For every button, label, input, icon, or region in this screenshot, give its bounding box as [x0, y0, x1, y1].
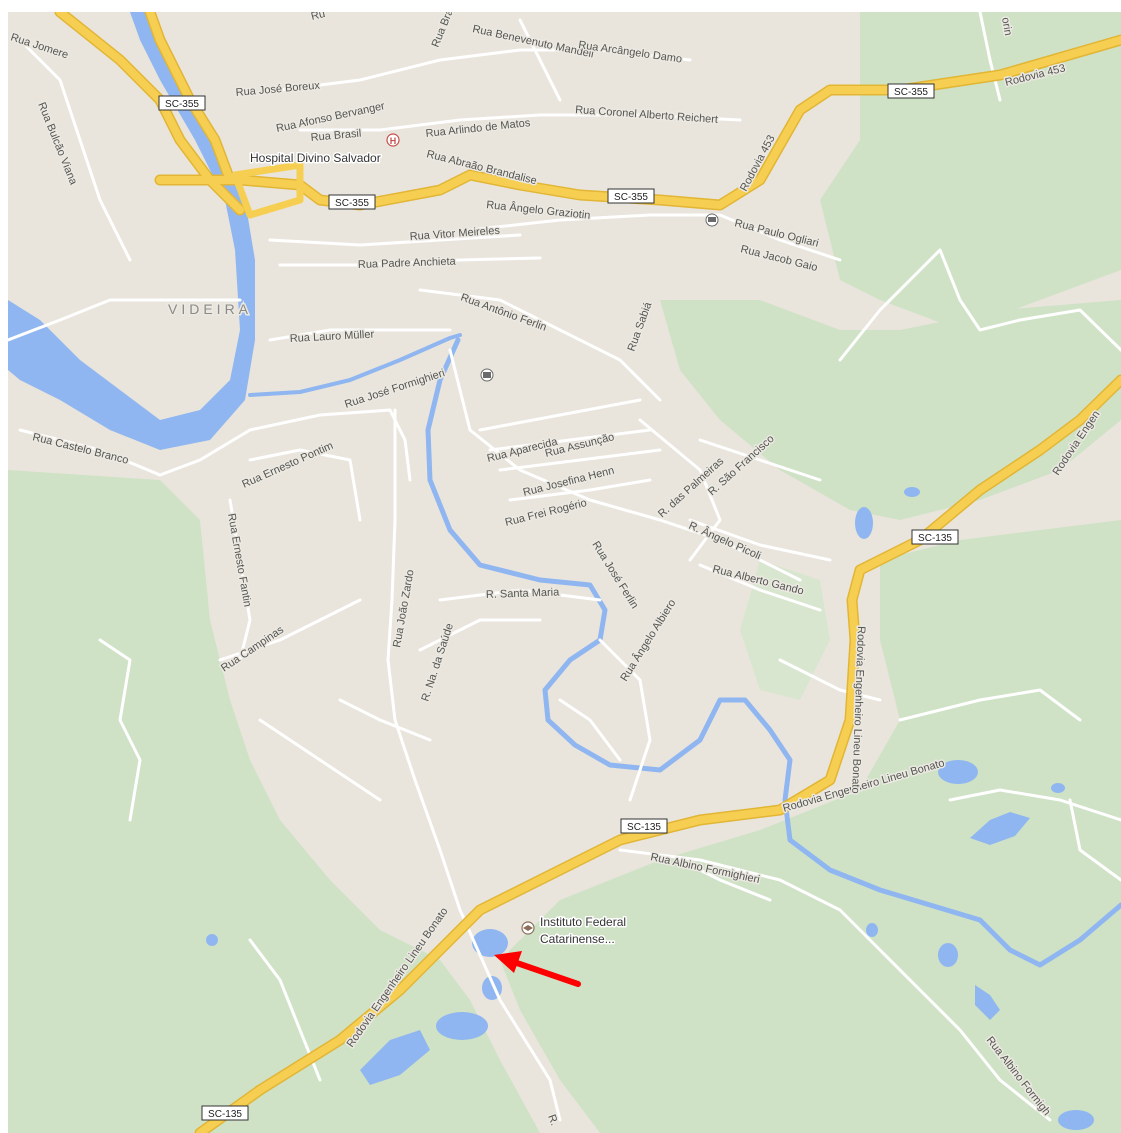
svg-text:SC-135: SC-135 — [918, 533, 952, 544]
route-shield: SC-355 — [607, 188, 655, 204]
route-shield: SC-355 — [328, 194, 376, 210]
street-label: R. Santa Maria — [486, 586, 561, 601]
street-label: orin — [999, 16, 1014, 36]
poi-hospital[interactable]: H Hospital Divino Salvador — [249, 133, 400, 167]
svg-text:H: H — [390, 136, 397, 146]
poi-school[interactable]: Instituto Federal Catarinense... — [521, 914, 628, 948]
poi-label: Catarinense... — [540, 932, 615, 946]
minor-roads — [8, 12, 1121, 1122]
route-shield: SC-135 — [620, 818, 668, 834]
green-areas — [8, 12, 1121, 1133]
arrow-head-icon — [494, 951, 522, 973]
svg-text:SC-135: SC-135 — [208, 1109, 242, 1120]
poi-label: Instituto Federal — [540, 915, 626, 929]
map-canvas[interactable]: SC-355 SC-355 SC-355 SC-355 SC-135 SC-13… — [8, 12, 1121, 1133]
location-arrow-marker — [494, 951, 581, 987]
bus-station[interactable] — [705, 213, 719, 227]
svg-text:SC-355: SC-355 — [894, 87, 928, 98]
street-label: Rua Lauro Müller — [290, 329, 375, 345]
route-shields: SC-355 SC-355 SC-355 SC-355 SC-135 SC-13… — [158, 83, 959, 1121]
route-shield: SC-355 — [887, 83, 935, 99]
route-shield: SC-355 — [158, 95, 206, 111]
svg-text:SC-355: SC-355 — [335, 198, 369, 209]
rivers — [248, 333, 1121, 968]
svg-text:SC-355: SC-355 — [165, 99, 199, 110]
route-shield: SC-135 — [201, 1105, 249, 1121]
route-shield: SC-135 — [911, 529, 959, 545]
svg-text:SC-355: SC-355 — [614, 192, 648, 203]
place-label: VIDEIRA — [168, 301, 252, 317]
hospital-icon — [386, 133, 400, 147]
street-label: Rua Padre Anchieta — [358, 256, 457, 271]
civic-building[interactable] — [480, 368, 494, 382]
svg-text:SC-135: SC-135 — [627, 822, 661, 833]
poi-label: Hospital Divino Salvador — [250, 151, 381, 165]
